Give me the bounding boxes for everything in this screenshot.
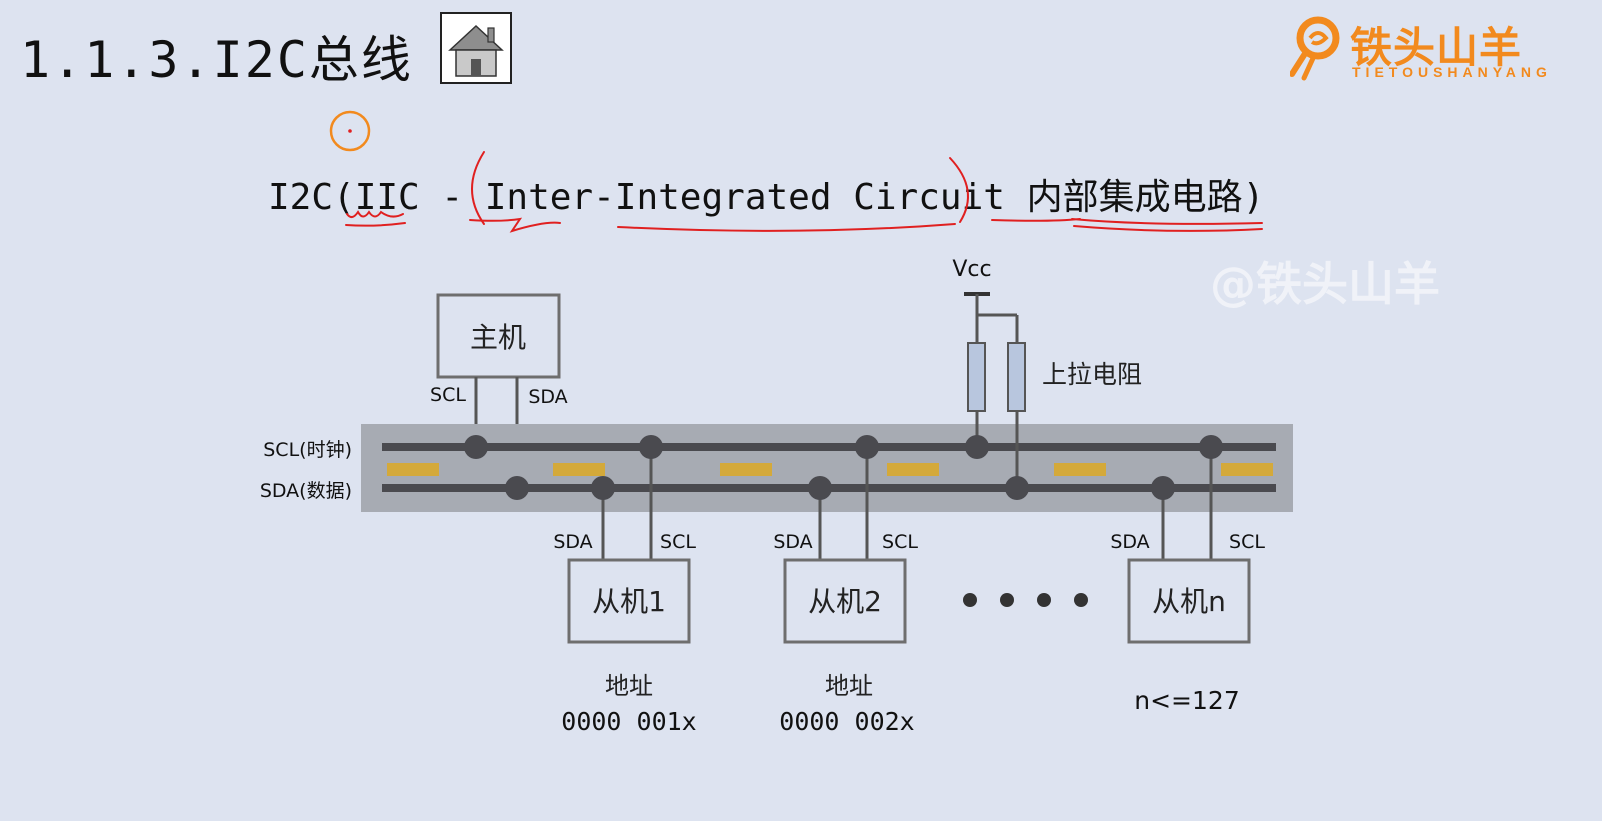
home-icon [448,24,504,77]
pullup-label: 上拉电阻 [1042,360,1142,389]
logo-text: 铁头山羊 [1350,23,1523,72]
logo-subtext: TIETOUSHANYANG [1352,64,1552,80]
bus-scl-label: SCL(时钟) [263,439,352,461]
vcc-label: Vcc [952,257,991,282]
master-pin-sda: SDA [528,386,567,408]
watermark: @铁头山羊 [1210,257,1440,311]
slaven-pin-sda: SDA [1110,531,1149,553]
slave1-pin-sda: SDA [553,531,592,553]
slaven-pin-scl: SCL [1229,531,1265,553]
bus-band [361,424,1293,512]
cursor-highlight [329,110,371,152]
slave1-label: 从机1 [592,585,666,618]
subtitle: I2C(IIC - Inter-Integrated Circuit 内部集成电… [268,177,1265,218]
slave1-address: 0000 001x [561,707,696,736]
page-title: 1.1.3.I2C总线 [20,31,413,89]
slave2-box [783,558,907,644]
slave1-box [567,558,691,644]
goat-logo-icon [1290,16,1340,81]
master-box [436,293,561,379]
handwritten-annotations [345,151,1263,233]
slave2-label: 从机2 [808,585,882,618]
pullup-resistor-sda [1007,342,1026,412]
slaven-box [1127,558,1251,644]
master-label: 主机 [470,321,526,354]
slave2-address: 0000 002x [779,707,914,736]
bus-trace-marks [387,463,1273,476]
slave2-pin-scl: SCL [882,531,918,553]
more-slaves-ellipsis [963,593,1088,607]
bus-sda-label: SDA(数据) [260,480,352,502]
slave2-address-title: 地址 [825,672,873,700]
brand-logo: 铁头山羊 TIETOUSHANYANG [1290,12,1580,82]
pullup-resistor-scl [967,342,986,412]
cursor-dot [348,129,352,133]
slaven-count-note: n<=127 [1134,686,1239,715]
slave1-address-title: 地址 [605,672,653,700]
bus-junctions [464,435,1223,500]
slaven-label: 从机n [1152,585,1226,618]
slave2-pin-sda: SDA [773,531,812,553]
master-pin-scl: SCL [430,384,466,406]
home-button[interactable] [440,12,512,84]
slave1-pin-scl: SCL [660,531,696,553]
